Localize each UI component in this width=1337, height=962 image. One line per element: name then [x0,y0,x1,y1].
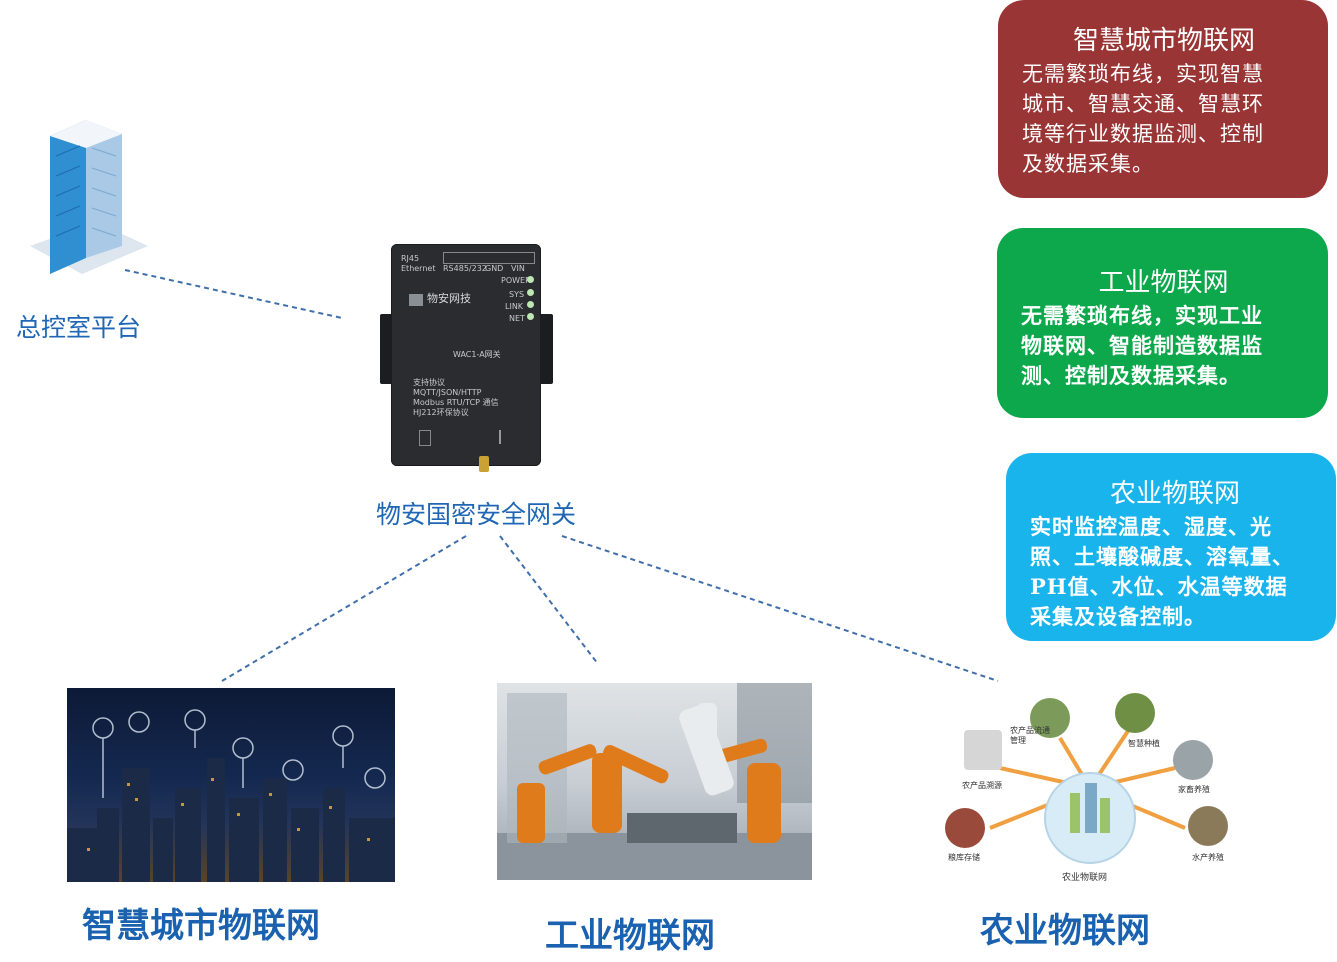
control-room [20,96,150,286]
antenna-mark-icon [499,430,501,444]
brand-name: 物安网技 [427,292,471,305]
info-box-city-line: 及数据采集。 [1022,152,1154,176]
office-building-icon [30,120,148,274]
info-box-agriculture-line: 采集及设备控制。 [1030,604,1206,629]
device-model: WAC1-A网关 [453,350,501,359]
smart-city-image [67,688,395,882]
agri-node-circulation: 农产品流通管理 [1010,726,1050,745]
antenna-connector-icon [479,456,489,472]
protocol-line-4: HJ212环保协议 [413,408,469,417]
industrial-robots-image [497,683,812,880]
led-net [527,313,534,320]
port-label-rj45: RJ45 [401,254,420,263]
info-box-industry-line: 物联网、智能制造数据监 [1021,333,1263,358]
info-box-city-title: 智慧城市物联网 [1072,26,1255,56]
info-box-industry-line: 无需繁琐布线，实现工业 [1021,303,1263,328]
gateway-label: 物安国密安全网关 [376,500,577,529]
agri-node-traceability: 农产品溯源 [962,781,1002,790]
mounting-ear-left [380,314,394,384]
port-label-rs485: RS485/232 [443,264,487,273]
connector-gateway-agriculture [561,535,999,682]
port-label-gnd: GND [485,264,504,273]
mounting-ear-right [539,314,553,384]
info-box-agriculture-body: 实时监控温度、湿度、光 照、土壤酸碱度、溶氧量、 PH值、水位、水温等数据 采集… [1030,512,1320,632]
info-box-industry-body: 无需繁琐布线，实现工业 物联网、智能制造数据监 测、控制及数据采集。 [1021,301,1306,391]
agri-node-aquaculture: 水产养殖 [1192,853,1224,862]
indicator-sys: SYS [509,290,525,299]
indicator-link: LINK [505,302,524,311]
info-box-industry-line: 测、控制及数据采集。 [1021,363,1241,388]
info-box-agriculture-title: 农业物联网 [1109,479,1240,509]
info-box-city-line: 境等行业数据监测、控制 [1022,122,1264,146]
connector-gateway-industry [499,535,599,665]
info-box-agriculture-line: 照、土壤酸碱度、溶氧量、 [1030,544,1294,569]
agri-node-storage: 粮库存储 [948,853,980,862]
agriculture-hub-icon [945,693,1228,864]
led-link [527,301,534,308]
info-box-industry: 工业物联网 无需繁琐布线，实现工业 物联网、智能制造数据监 测、控制及数据采集。 [997,228,1328,418]
info-box-city-line: 无需繁琐布线，实现智慧 [1022,62,1264,86]
gateway-body: RJ45 Ethernet RS485/232 GND VIN POWER SY… [391,244,541,466]
port-label-ethernet: Ethernet [401,264,436,273]
smart-city-title: 智慧城市物联网 [82,906,320,946]
robot-arm-icon [497,683,812,880]
info-box-city: 智慧城市物联网 无需繁琐布线，实现智慧 城市、智慧交通、智慧环 境等行业数据监测… [998,0,1328,198]
brand-logo-icon [409,294,423,306]
agri-node-livestock: 家畜养殖 [1178,785,1210,794]
connector-gateway-city [221,535,467,682]
agri-center-label: 农业物联网 [1062,873,1108,883]
info-box-city-line: 城市、智慧交通、智慧环 [1022,92,1264,116]
sim-slot-icon [419,430,431,446]
indicator-power: POWER [501,276,531,285]
industry-title: 工业物联网 [545,916,715,956]
led-power [527,276,534,283]
info-box-city-body: 无需繁琐布线，实现智慧 城市、智慧交通、智慧环 境等行业数据监测、控制 及数据采… [1022,59,1306,179]
agri-node-planting: 智慧种植 [1128,739,1160,748]
connector-control-gateway [124,269,343,319]
gateway-device: RJ45 Ethernet RS485/232 GND VIN POWER SY… [380,244,553,472]
terminal-block [443,252,535,264]
control-room-label: 总控室平台 [16,313,142,342]
led-sys [527,289,534,296]
info-box-agriculture: 农业物联网 实时监控温度、湿度、光 照、土壤酸碱度、溶氧量、 PH值、水位、水温… [1006,453,1336,641]
indicator-net: NET [509,314,525,323]
protocol-line-1: 支持协议 [413,378,445,387]
protocol-line-2: MQTT/JSON/HTTP [413,388,482,397]
info-box-industry-title: 工业物联网 [1098,268,1229,298]
port-label-vin: VIN [511,264,525,273]
agriculture-iot-image: 农产品流通管理 智慧种植 家畜养殖 水产养殖 粮库存储 农产品溯源 农业物联网 [940,688,1235,883]
protocol-line-3: Modbus RTU/TCP 通信 [413,398,499,407]
agriculture-title: 农业物联网 [980,911,1150,951]
info-box-agriculture-line: PH值、水位、水温等数据 [1030,574,1288,599]
info-box-agriculture-line: 实时监控温度、湿度、光 [1030,514,1272,539]
city-skyline-icon [67,709,395,882]
